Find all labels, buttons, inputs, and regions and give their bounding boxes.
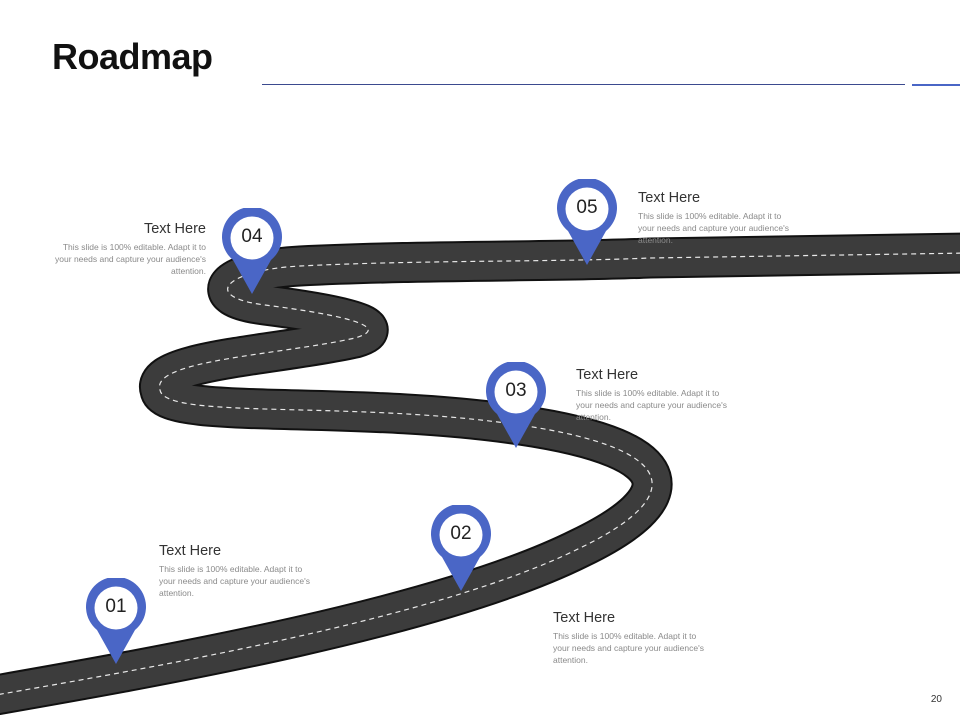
milestone-note-04: Text Here This slide is 100% editable. A… xyxy=(46,221,206,277)
milestone-note-03: Text Here This slide is 100% editable. A… xyxy=(576,367,736,423)
title-divider xyxy=(262,84,905,85)
road-center-line xyxy=(0,252,960,695)
milestone-heading: Text Here xyxy=(143,221,206,237)
milestone-pin-02: 02 xyxy=(429,505,493,593)
milestone-heading: Text Here xyxy=(553,610,616,626)
milestone-body: This slide is 100% editable. Adapt it to… xyxy=(553,631,704,665)
milestone-heading: Text Here xyxy=(638,190,701,206)
milestone-pin-05: 05 xyxy=(555,179,619,267)
milestone-number: 03 xyxy=(505,380,527,401)
slide-title: Roadmap xyxy=(52,36,213,77)
milestone-body: This slide is 100% editable. Adapt it to… xyxy=(576,388,727,422)
map-pin-icon xyxy=(86,578,146,664)
milestone-number: 02 xyxy=(450,523,472,544)
milestone-number: 05 xyxy=(576,197,598,218)
map-pin-icon xyxy=(557,179,617,265)
milestone-body: This slide is 100% editable. Adapt it to… xyxy=(159,564,310,598)
milestone-heading: Text Here xyxy=(159,543,222,559)
milestone-pin-04: 04 xyxy=(220,208,284,296)
map-pin-icon xyxy=(431,505,491,591)
milestone-body: This slide is 100% editable. Adapt it to… xyxy=(638,211,789,245)
milestone-number: 04 xyxy=(241,226,263,247)
title-divider-accent xyxy=(912,84,960,86)
milestone-pin-01: 01 xyxy=(84,578,148,666)
milestone-pin-03: 03 xyxy=(484,362,548,450)
milestone-body: This slide is 100% editable. Adapt it to… xyxy=(55,242,206,276)
milestone-number: 01 xyxy=(105,596,127,617)
milestone-note-01: Text Here This slide is 100% editable. A… xyxy=(159,543,319,599)
page-number: 20 xyxy=(930,694,942,705)
milestone-heading: Text Here xyxy=(576,367,639,383)
milestone-note-05: Text Here This slide is 100% editable. A… xyxy=(638,190,798,246)
map-pin-icon xyxy=(486,362,546,448)
map-pin-icon xyxy=(222,208,282,294)
milestone-note-02: Text Here This slide is 100% editable. A… xyxy=(553,610,713,666)
